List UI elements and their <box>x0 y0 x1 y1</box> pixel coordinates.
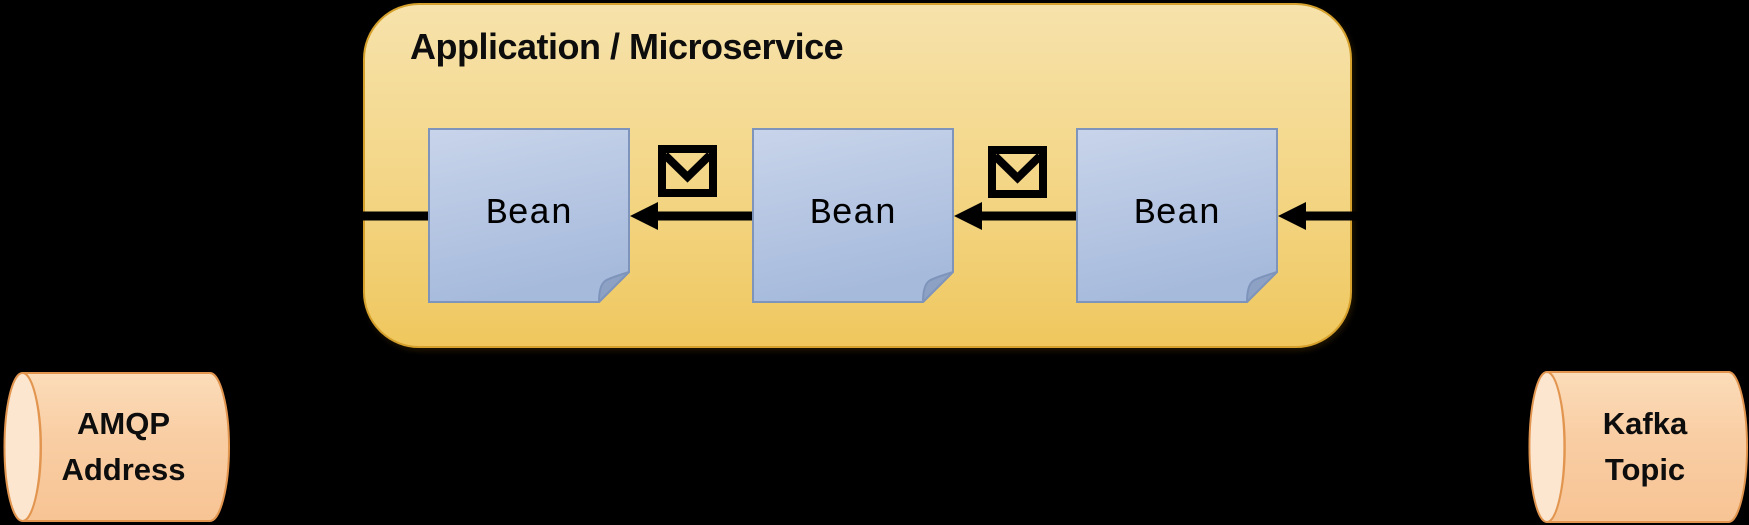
cylinder-shape <box>1528 371 1748 523</box>
bean-page <box>428 128 630 303</box>
cylinder-face <box>1528 371 1566 523</box>
bean-label: Bean <box>1133 193 1221 234</box>
bean-fold-corner <box>1246 271 1278 303</box>
bean-node-2: Bean <box>752 128 954 303</box>
bean-page <box>752 128 954 303</box>
kafka-topic-cylinder: Kafka Topic <box>1528 371 1748 523</box>
bean-fold-corner <box>598 271 630 303</box>
bean-node-3: Bean <box>1076 128 1278 303</box>
label-line: Topic <box>1604 452 1686 487</box>
cylinder-face <box>3 372 42 522</box>
bean-page <box>1076 128 1278 303</box>
kafka-topic-label: Kafka Topic <box>1528 371 1748 523</box>
label-line: Kafka <box>1602 406 1688 441</box>
bean-fold-corner <box>922 271 954 303</box>
bean-label: Bean <box>809 193 897 234</box>
application-title: Application / Microservice <box>410 26 844 67</box>
amqp-address-cylinder: AMQP Address <box>3 372 230 522</box>
label-line: AMQP <box>77 406 170 441</box>
bean-label: Bean <box>485 193 573 234</box>
bean-node-1: Bean <box>428 128 630 303</box>
cylinder-shape <box>3 372 230 522</box>
amqp-address-label: AMQP Address <box>3 372 230 522</box>
label-line: Address <box>61 452 186 487</box>
arrow-head <box>103 346 129 371</box>
